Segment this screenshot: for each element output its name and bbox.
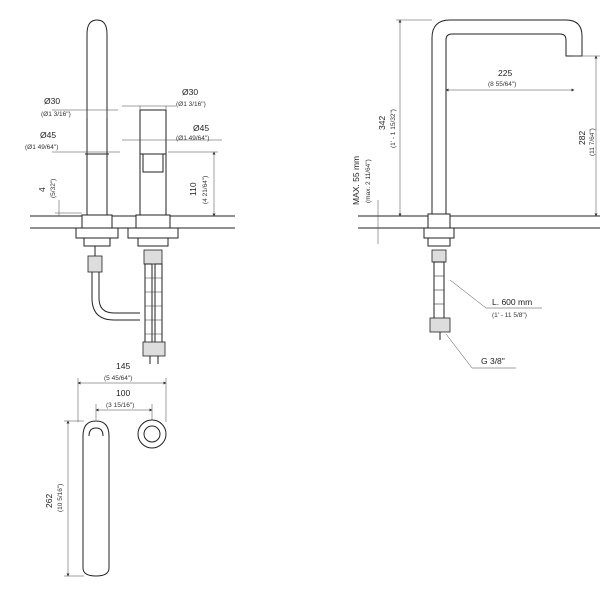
dim-h342: 342: [377, 116, 387, 130]
dim-w225: 225: [498, 68, 512, 78]
dim-d30-right-inch: (Ø1 3/16"): [176, 101, 206, 108]
side-lock-nut: [423, 227, 455, 239]
spout-connector: [87, 255, 103, 273]
mixer-lever: [142, 153, 164, 173]
dim-h4: 4: [37, 187, 47, 192]
spout-washer: [83, 237, 111, 247]
supply-hoses: [142, 263, 166, 364]
top-mixer: [137, 419, 167, 449]
dim-h110-inch: (4 21/64"): [202, 176, 209, 204]
spout-flange: [81, 214, 113, 229]
dim-d45-right-inch: (Ø1 49/64"): [176, 135, 209, 142]
label-hose: L. 600 mm: [492, 297, 532, 307]
dim-w145-inch: (5 45/64"): [104, 375, 132, 382]
dim-h282: 282: [577, 131, 587, 145]
dim-h262-inch: (10 5/16"): [57, 484, 64, 512]
dim-max: MAX. 55 mm: [351, 156, 361, 205]
mixer-lock-nut: [127, 227, 179, 239]
dim-h262: 262: [44, 494, 54, 508]
dim-h282-inch: (11 7/64"): [589, 128, 596, 156]
leader-thread: [445, 333, 473, 369]
dim-w145: 145: [116, 361, 130, 371]
side-view: 342 (1' - 1 15/32") MAX. 55 mm (max. 2 1…: [351, 19, 600, 369]
spout-column: [86, 19, 108, 215]
mixer-connector: [143, 249, 163, 265]
dim-h4-inch: (5/32"): [50, 179, 57, 198]
leader-hose: [449, 279, 487, 309]
dim-d45-right: Ø45: [193, 123, 209, 133]
side-connector: [431, 249, 447, 263]
dim-d45-left: Ø45: [40, 130, 56, 140]
dim-w100: 100: [116, 388, 130, 398]
top-view: 145 (5 45/64") 100 (3 15/16") 262 (10 5/…: [44, 361, 167, 577]
front-view: Ø30 (Ø1 3/16") Ø45 (Ø1 49/64") Ø30 (Ø1 3…: [25, 19, 235, 364]
dim-w225-inch: (8 55/64"): [488, 81, 516, 88]
side-flange: [427, 213, 451, 229]
dim-d30-left: Ø30: [44, 96, 60, 106]
dim-w100-inch: (3 15/16"): [106, 402, 134, 409]
mixer-washer: [137, 237, 169, 247]
label-hose-inch: (1' - 11 5/8"): [492, 312, 527, 319]
dim-h342-inch: (1' - 1 15/32"): [390, 109, 397, 148]
flex-hose: [91, 272, 140, 321]
mixer-flange: [135, 214, 171, 229]
dim-h110: 110: [188, 182, 198, 196]
dim-d30-right: Ø30: [182, 87, 198, 97]
side-hose: [429, 261, 451, 340]
label-thread: G 3/8": [481, 356, 505, 366]
spout-lock-nut: [75, 227, 119, 239]
side-washer: [427, 237, 451, 247]
dim-d30-left-inch: (Ø1 3/16"): [41, 111, 71, 118]
dim-d45-left-inch: (Ø1 49/64"): [25, 144, 58, 151]
side-spout: [431, 19, 583, 214]
supply-fitting: [142, 341, 166, 357]
dim-max-inch: (max. 2 11/64"): [365, 159, 372, 203]
top-spout: [82, 420, 110, 577]
